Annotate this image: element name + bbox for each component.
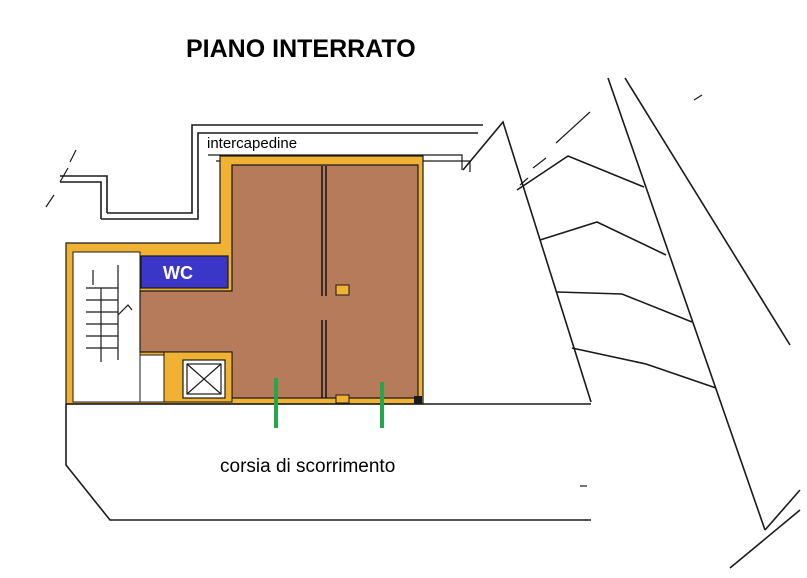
partition-wall — [321, 166, 422, 404]
plan-title: PIANO INTERRATO — [186, 35, 416, 63]
stair-area — [72, 251, 141, 403]
wc-fill — [140, 255, 229, 289]
driveway — [65, 403, 591, 521]
entry-area — [139, 354, 165, 403]
corner-pillar — [414, 396, 422, 404]
dashed-lines — [45, 94, 703, 487]
intercapedine-label: intercapedine — [207, 135, 297, 152]
pillar-lower — [335, 394, 350, 404]
wc-label: WC — [163, 263, 193, 283]
access-markers — [274, 378, 384, 428]
stairs — [86, 265, 133, 362]
wc-room: WC — [140, 255, 229, 289]
elevator-shaft — [163, 351, 233, 403]
ramp — [462, 77, 801, 569]
pillar-upper — [335, 284, 350, 296]
corsia-label: corsia di scorrimento — [220, 456, 395, 477]
